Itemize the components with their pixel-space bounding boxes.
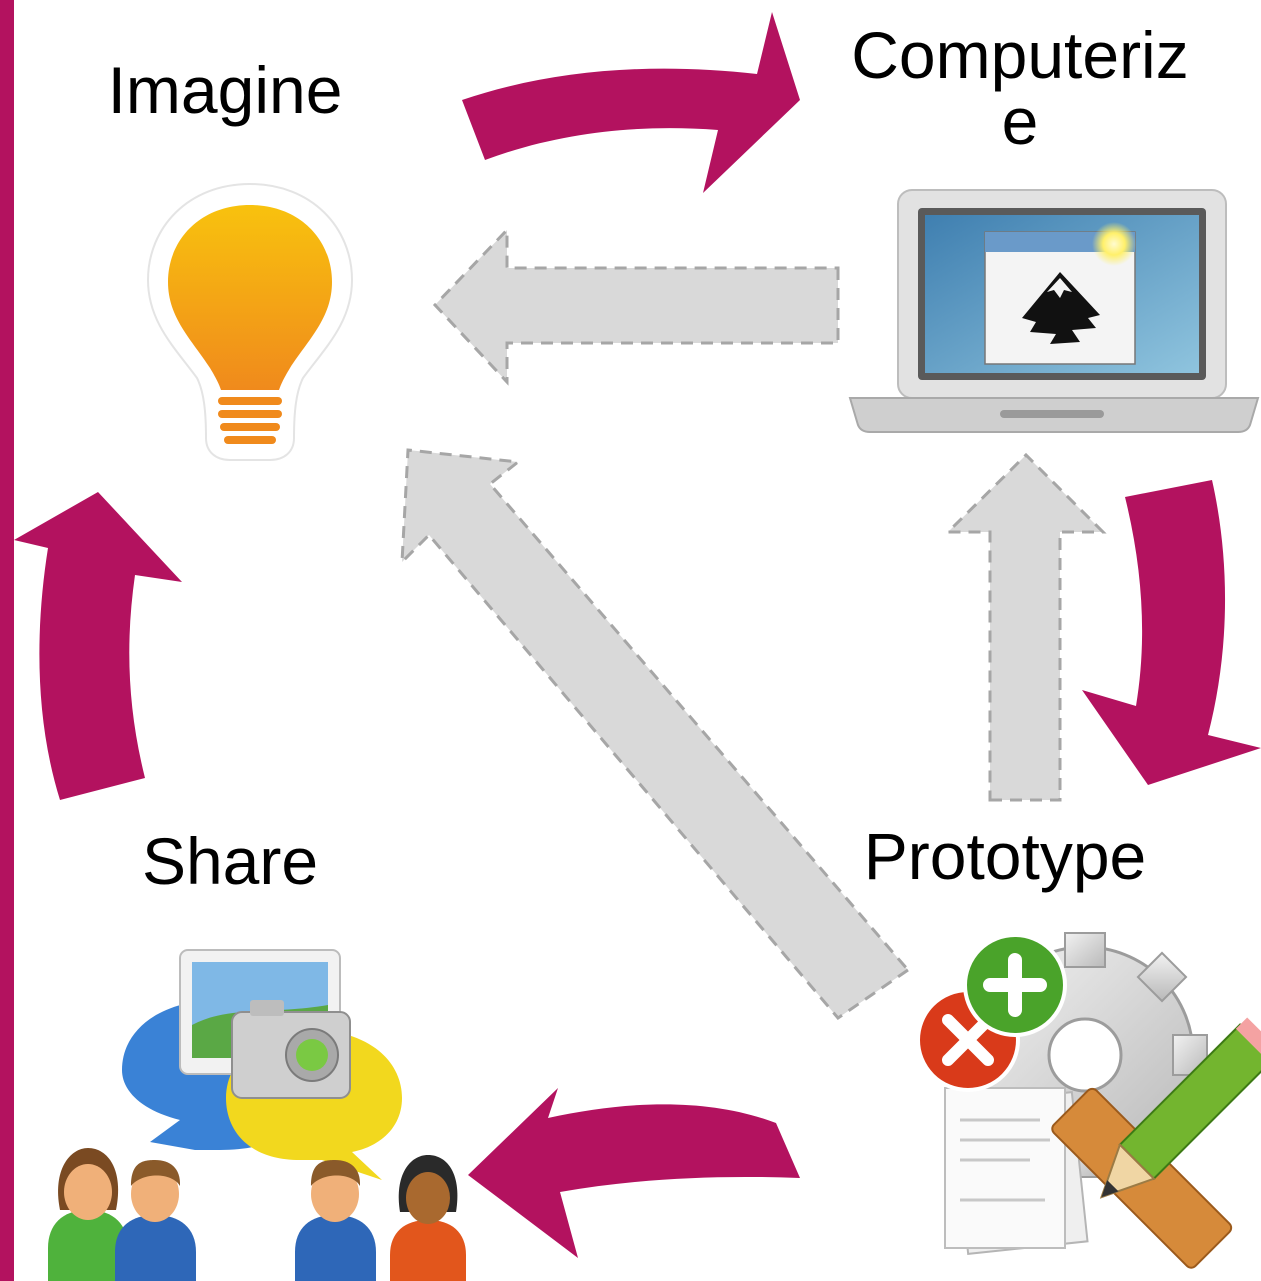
left-accent-bar — [0, 0, 14, 1281]
people-chat-photo-icon — [48, 949, 466, 1281]
cycle-arrow-share-to-imagine — [14, 492, 182, 800]
laptop-inkscape-icon — [848, 189, 1260, 433]
computerize-label-line2: e — [1001, 84, 1039, 158]
feedback-arrow-prototype-to-computerize — [944, 452, 1107, 802]
cycle-arrow-imagine-to-computerize — [462, 12, 800, 193]
cycle-arrow-computerize-to-prototype — [1082, 480, 1261, 785]
feedback-arrow-prototype-to-imagine — [400, 448, 911, 1021]
feedback-arrow-computerize-to-imagine — [432, 226, 840, 386]
share-label: Share — [141, 824, 319, 898]
tools-gear-pencil-ruler-icon — [916, 932, 1261, 1269]
prototype-label: Prototype — [863, 819, 1147, 893]
computerize-label: Computeriz e — [800, 22, 1240, 154]
lightbulb-icon — [146, 182, 354, 461]
computerize-label-line1: Computeriz — [851, 18, 1189, 92]
cycle-arrow-prototype-to-share — [468, 1088, 800, 1258]
imagine-label: Imagine — [107, 53, 343, 127]
